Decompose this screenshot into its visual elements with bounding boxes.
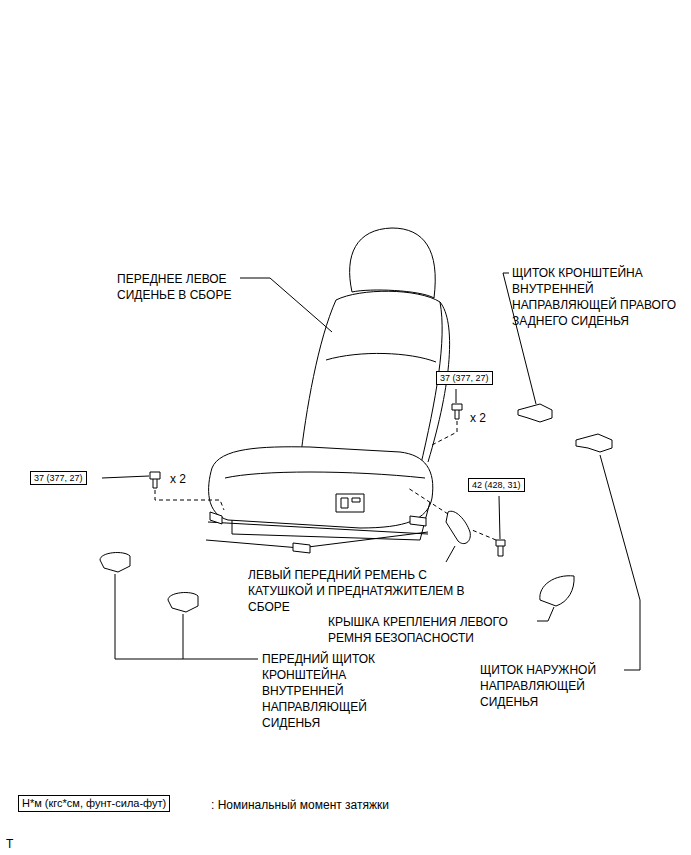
cushion-seam	[225, 472, 425, 478]
belt-anchor-cover	[540, 576, 574, 606]
seat-side	[232, 502, 430, 540]
torque-value: 37 (377, 27)	[34, 472, 83, 484]
leader-line	[537, 607, 554, 621]
rear-inner-cover	[518, 404, 552, 422]
torque-box: 42 (428, 31)	[468, 478, 525, 492]
install-path	[472, 530, 496, 540]
rail-foot	[210, 512, 222, 524]
power-switch-knob	[341, 498, 360, 508]
torque-value: Н*м (кгс*см, фунт-сила-фут)	[22, 796, 166, 811]
bolt	[452, 404, 462, 419]
part-name: ЩИТОК НАРУЖНОЙ НАПРАВЛЯЮЩЕЙ СИДЕНЬЯ	[480, 662, 615, 710]
bolt	[150, 472, 160, 488]
torque-value: 42 (428, 31)	[472, 479, 521, 491]
install-path	[432, 421, 457, 445]
front-inner-cover	[168, 593, 198, 612]
power-switch	[336, 494, 364, 512]
leader-line	[446, 546, 455, 562]
belt-retractor	[446, 511, 470, 543]
seat-rail	[208, 522, 428, 534]
leader-line	[240, 278, 332, 332]
part-name: ПЕРЕДНИЙ ЩИТОК КРОНШТЕЙНА ВНУТРЕННЕЙ НАП…	[262, 651, 397, 731]
front-inner-cover	[100, 553, 130, 572]
rail-foot	[410, 516, 426, 526]
seat-back	[300, 291, 442, 468]
legend-note: : Номинальный момент затяжки	[211, 797, 389, 813]
seat-rail	[206, 532, 428, 548]
part-name: ЩИТОК КРОНШТЕЙНА ВНУТРЕННЕЙ НАПРАВЛЯЮЩЕЙ…	[512, 265, 684, 329]
install-path	[155, 490, 224, 510]
outer-rail-cover	[576, 434, 612, 452]
bolt	[496, 540, 505, 556]
quantity: x 2	[170, 471, 186, 487]
leader-line	[499, 496, 500, 539]
headrest	[350, 228, 436, 298]
torque-box: 37 (377, 27)	[30, 471, 87, 485]
rail-foot	[293, 543, 310, 553]
seat-cushion	[209, 447, 433, 528]
leader-line	[456, 389, 457, 403]
torque-box: 37 (377, 27)	[436, 371, 493, 385]
back-seam	[326, 353, 436, 362]
part-name: ЛЕВЫЙ ПЕРЕДНИЙ РЕМЕНЬ С КАТУШКОЙ И ПРЕДН…	[248, 567, 483, 615]
torque-value: 37 (377, 27)	[440, 372, 489, 384]
leader-line	[600, 455, 640, 670]
part-name: КРЫШКА КРЕПЛЕНИЯ ЛЕВОГО РЕМНЯ БЕЗОПАСНОС…	[328, 614, 533, 646]
torque-legend-box: Н*м (кгс*см, фунт-сила-фут)	[18, 795, 170, 812]
quantity: x 2	[470, 410, 486, 426]
leader-line	[102, 476, 149, 478]
install-path	[408, 488, 448, 514]
part-name: ПЕРЕДНЕЕ ЛЕВОЕ СИДЕНЬЕ В СБОРЕ	[117, 271, 257, 303]
leader-bracket	[115, 574, 258, 659]
figure-mark: T	[6, 836, 13, 852]
